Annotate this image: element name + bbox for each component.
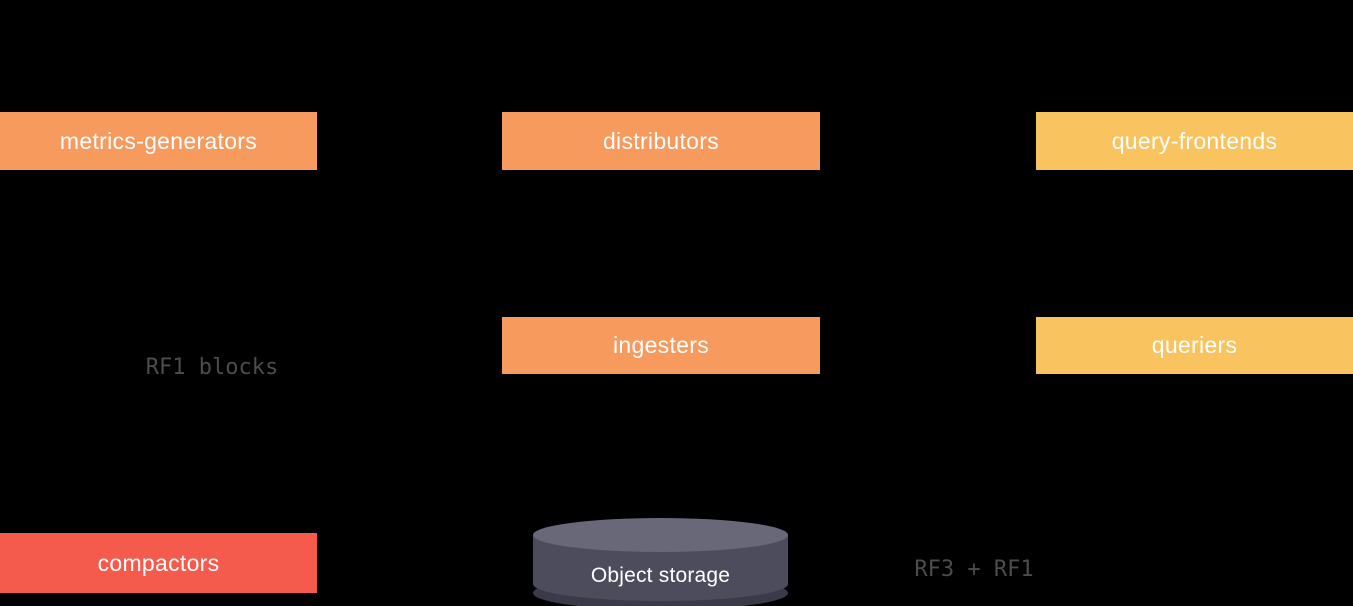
node-ingesters-label: ingesters	[612, 332, 710, 358]
annotation-rf3-plus-rf1: RF3 + RF1	[914, 557, 1034, 582]
node-ingesters: ingesters	[502, 317, 820, 374]
node-query-frontends: query-frontends	[1036, 112, 1353, 170]
node-metrics-generators-label: metrics-generators	[59, 127, 258, 154]
node-query-frontends-label: query-frontends	[1111, 127, 1278, 154]
node-distributors-label: distributors	[602, 127, 720, 154]
cylinder-top-ellipse	[533, 518, 788, 552]
object-storage-cylinder-icon: Object storage	[533, 518, 788, 606]
node-metrics-generators: metrics-generators	[0, 112, 317, 170]
node-compactors: compactors	[0, 533, 317, 593]
node-distributors: distributors	[502, 112, 820, 170]
object-storage-label: Object storage	[590, 564, 731, 587]
annotation-rf1-blocks: RF1 blocks	[145, 355, 279, 380]
node-queriers-label: queriers	[1151, 332, 1238, 358]
node-queriers: queriers	[1036, 317, 1353, 374]
node-compactors-label: compactors	[97, 549, 220, 576]
